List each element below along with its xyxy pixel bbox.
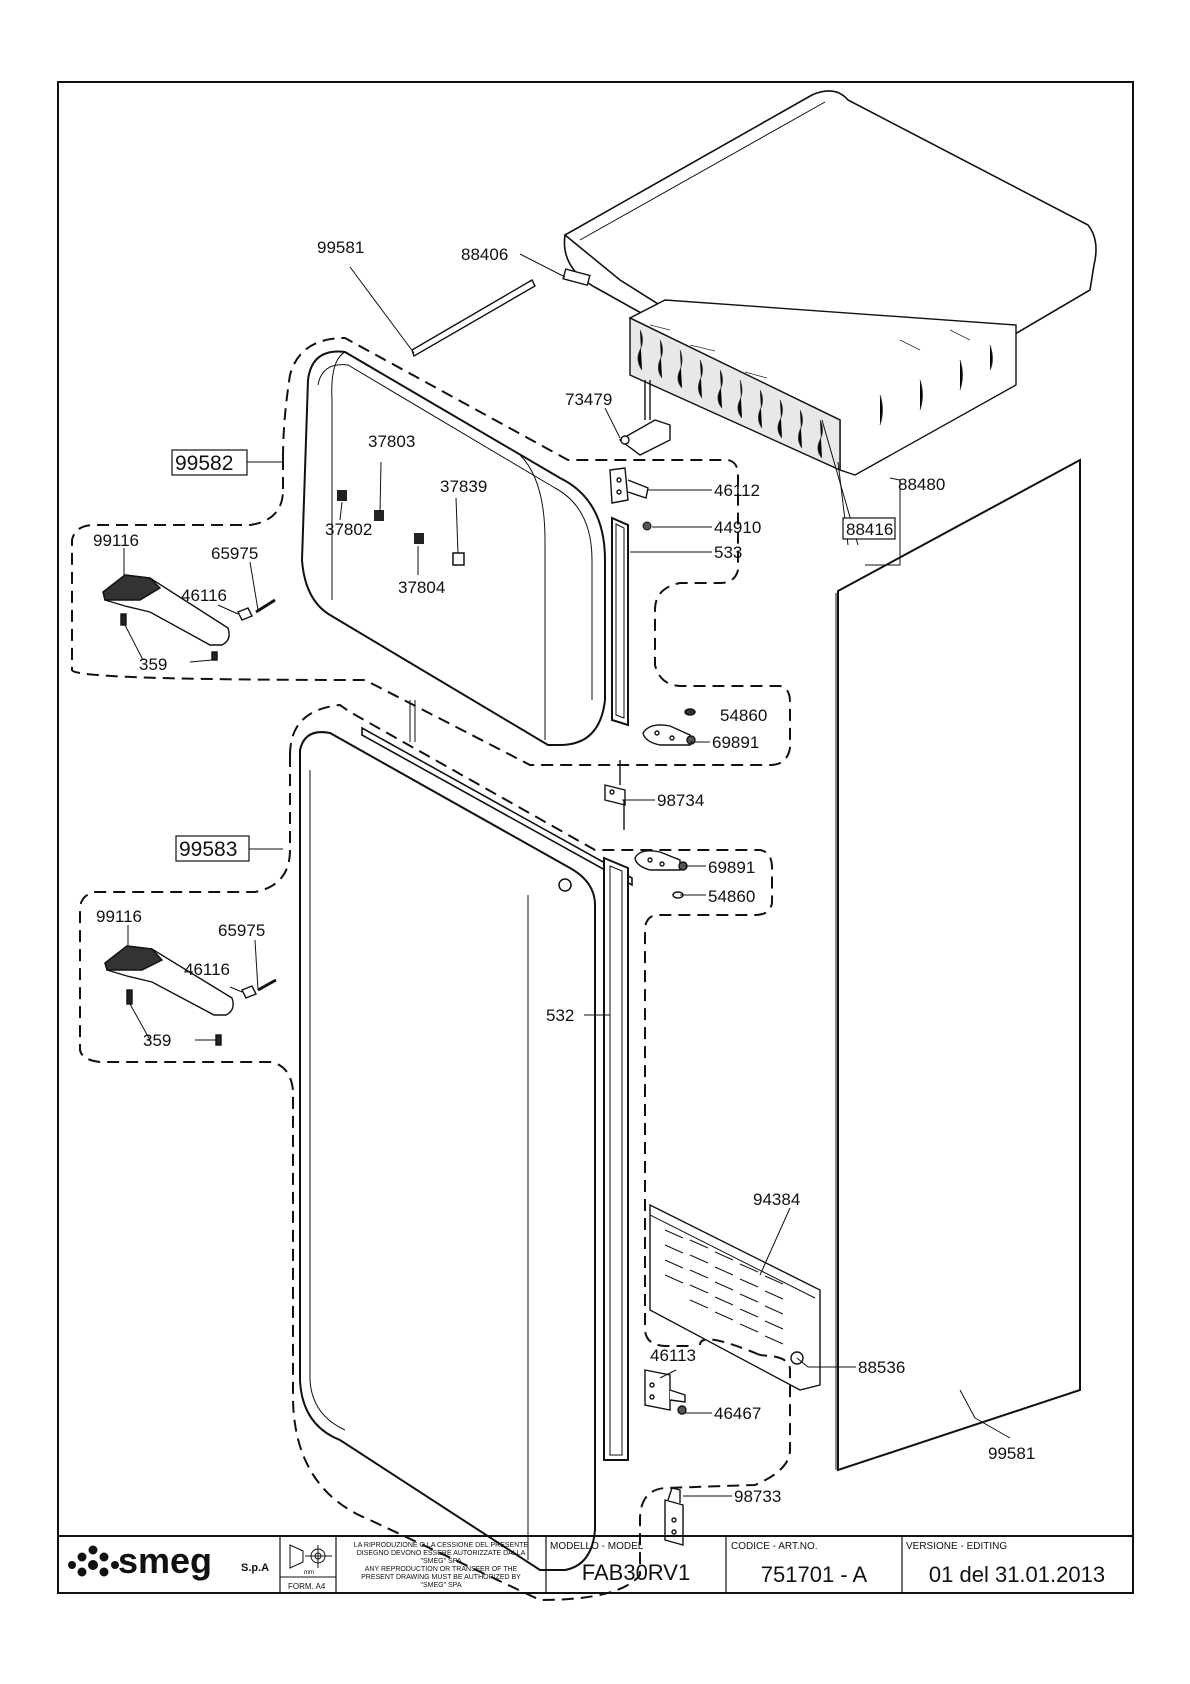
label-99116-a: 99116 [93, 531, 139, 550]
label-88406: 88406 [461, 245, 508, 264]
side-panel [835, 458, 1081, 1472]
label-46467: 46467 [714, 1404, 761, 1423]
label-65975-a: 65975 [211, 544, 258, 563]
part-98734 [604, 760, 626, 830]
title-block: smeg S.p.A mm FORM. A4 LA RIPRODUZIONE O… [58, 1535, 1133, 1593]
callout-box-99582 [171, 449, 248, 476]
label-54860-a: 54860 [720, 706, 767, 725]
label-37839: 37839 [440, 477, 487, 496]
smeg-logo [68, 1545, 119, 1577]
label-98733: 98733 [734, 1487, 781, 1506]
badge-37803 [374, 510, 384, 521]
label-73479: 73479 [565, 390, 612, 409]
label-46113: 46113 [650, 1346, 696, 1365]
leader-lines [123, 253, 1011, 1497]
label-94384: 94384 [753, 1190, 800, 1209]
label-44910: 44910 [714, 518, 761, 537]
model-value: FAB30RV1 [582, 1560, 690, 1585]
kick-plate-94384 [649, 1203, 821, 1391]
brand-name: smeg [118, 1540, 212, 1581]
label-532: 532 [546, 1006, 574, 1025]
label-99116-b: 99116 [96, 907, 142, 926]
hinge-69891-54860-b [634, 850, 688, 899]
fridge-door [299, 726, 633, 1571]
notice-line-1: LA RIPRODUZIONE O LA CESSIONE DEL PRESEN… [354, 1542, 529, 1549]
label-88536: 88536 [858, 1358, 905, 1377]
projection-symbol [289, 1544, 332, 1569]
brand-suffix: S.p.A [241, 1562, 269, 1574]
code-value: 751701 - A [761, 1562, 868, 1587]
badge-37839 [452, 552, 465, 566]
format-label: FORM. A4 [288, 1582, 326, 1591]
top-rail [411, 279, 536, 358]
label-99582: 99582 [175, 452, 233, 475]
notice-line-3: "SMEG" SPA [420, 1558, 461, 1565]
badge-37802 [337, 490, 347, 501]
notice-line-6: "SMEG" SPA [420, 1582, 461, 1589]
freezer-door [300, 350, 629, 746]
label-37803: 37803 [368, 432, 415, 451]
label-88416: 88416 [846, 520, 893, 539]
label-88480: 88480 [898, 475, 945, 494]
label-359-a: 359 [139, 655, 167, 674]
group-outlines [71, 336, 791, 1602]
unit-label: mm [304, 1570, 314, 1576]
handle-bottom [104, 945, 277, 1046]
callout-box-88416 [842, 517, 896, 540]
code-label: CODICE - ART.NO. [731, 1541, 818, 1552]
notice-line-4: ANY REPRODUCTION OR TRANSFER OF THE [365, 1566, 518, 1573]
label-54860-b: 54860 [708, 887, 755, 906]
hinge-73479 [618, 380, 671, 456]
notice-line-5: PRESENT DRAWING MUST BE AUTHORIZED BY [361, 1574, 521, 1581]
label-46112: 46112 [714, 481, 760, 500]
handle-top [102, 574, 276, 661]
label-99581-bottom: 99581 [988, 1444, 1035, 1463]
label-46116-a: 46116 [181, 586, 227, 605]
label-69891-b: 69891 [708, 858, 755, 877]
label-99581-top: 99581 [317, 238, 364, 257]
version-value: 01 del 31.01.2013 [929, 1562, 1105, 1587]
model-label: MODELLO - MODEL [550, 1541, 644, 1552]
label-65975-b: 65975 [218, 921, 265, 940]
hinge-46112 [609, 467, 649, 504]
hinge-54860-69891-a [642, 708, 696, 746]
part-88406 [562, 268, 591, 287]
label-37802: 37802 [325, 520, 372, 539]
callout-box-99583 [175, 835, 250, 862]
hinge-98733 [664, 1487, 684, 1546]
part-44910 [642, 521, 652, 531]
label-98734: 98734 [657, 791, 704, 810]
label-37804: 37804 [398, 578, 445, 597]
notice-line-2: DISEGNO DEVONO ESSERE AUTORIZZATE DALLA [357, 1550, 526, 1557]
bracket-46113 [644, 1369, 687, 1415]
label-359-b: 359 [143, 1031, 171, 1050]
drawing-frame [57, 81, 1134, 1594]
version-label: VERSIONE - EDITING [906, 1541, 1007, 1552]
label-533: 533 [714, 543, 742, 562]
badge-37804 [414, 533, 424, 544]
label-46116-b: 46116 [184, 960, 230, 979]
label-99583: 99583 [179, 838, 237, 861]
label-69891-a: 69891 [712, 733, 759, 752]
insulation-block [628, 299, 1017, 476]
